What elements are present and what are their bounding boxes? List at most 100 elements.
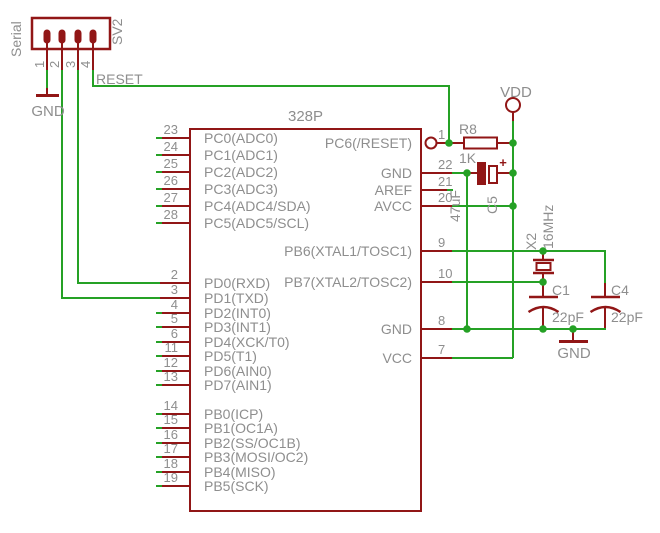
pin-number: 1 bbox=[438, 127, 445, 142]
resistor-r8: R8 1K bbox=[449, 121, 513, 166]
pin-name: GND bbox=[381, 165, 412, 181]
crystal-x2: X2 16MHz bbox=[523, 205, 556, 282]
capacitor-c5: + 47uF C5 bbox=[447, 155, 513, 222]
pin-name: PB5(SCK) bbox=[204, 478, 269, 494]
pin-number: 11 bbox=[165, 340, 179, 355]
pin-number: 22 bbox=[438, 157, 452, 172]
crystal-body bbox=[535, 262, 552, 271]
pin-number: 5 bbox=[171, 311, 178, 326]
pin-number: 12 bbox=[164, 355, 178, 370]
gnd-symbol-right: GND bbox=[557, 329, 591, 362]
pin-name: PD4(XCK/T0) bbox=[204, 334, 290, 350]
cap-polarity: + bbox=[499, 155, 507, 170]
capacitor-c1: C1 22pF bbox=[527, 282, 584, 329]
ic-left-pin-stubs bbox=[156, 137, 190, 487]
pin-name: PC4(ADC4/SDA) bbox=[204, 198, 311, 214]
pin-number: 16 bbox=[164, 427, 178, 442]
connector-pin-number: 2 bbox=[47, 61, 62, 68]
junction-dot bbox=[445, 139, 453, 147]
junction-dot bbox=[509, 139, 517, 147]
pin-name: PB4(MISO) bbox=[204, 464, 276, 480]
pin-number: 14 bbox=[164, 398, 178, 413]
cap-plate-filled bbox=[477, 162, 486, 185]
junction-dot bbox=[539, 325, 547, 333]
junction-dot bbox=[463, 325, 471, 333]
pin-name: PD5(T1) bbox=[204, 348, 257, 364]
pin-number: 28 bbox=[164, 207, 178, 222]
ic-right-pin-numbers: 1 22 21 20 9 10 8 7 bbox=[438, 127, 452, 357]
pin-number: 17 bbox=[164, 441, 178, 456]
pin-number: 20 bbox=[438, 190, 452, 205]
pin-name: PC5(ADC5/SCL) bbox=[204, 215, 309, 231]
pin-number: 2 bbox=[171, 267, 178, 282]
vdd-label: VDD bbox=[500, 84, 532, 101]
pin-number: 3 bbox=[171, 282, 178, 297]
connector-pin-3 bbox=[74, 29, 82, 44]
gnd-label: GND bbox=[31, 103, 65, 120]
pin-number: 7 bbox=[438, 342, 445, 357]
resistor-value: 1K bbox=[459, 150, 477, 166]
connector-pin-number: 4 bbox=[78, 61, 93, 68]
pin-number: 19 bbox=[164, 470, 178, 485]
pin-name: PC0(ADC0) bbox=[204, 130, 278, 146]
connector-label: Serial bbox=[8, 21, 24, 57]
ic-left-pin-numbers: 23 24 25 26 27 28 2 3 4 5 6 11 12 13 14 … bbox=[164, 122, 178, 485]
resistor-body bbox=[463, 136, 498, 150]
pin-name: AVCC bbox=[374, 198, 412, 214]
pin-name: PD0(RXD) bbox=[204, 275, 270, 291]
pin-name: GND bbox=[381, 321, 412, 337]
pin-number: 4 bbox=[171, 297, 178, 312]
net-wires bbox=[46, 70, 606, 359]
pin-name: PC3(ADC3) bbox=[204, 181, 278, 197]
junction-dot bbox=[569, 325, 577, 333]
cap-ref: C4 bbox=[611, 282, 629, 298]
pin-name: PB0(ICP) bbox=[204, 406, 263, 422]
capacitor-c4: C4 22pF bbox=[589, 282, 643, 328]
pin-name: PC6(/RESET) bbox=[325, 135, 412, 151]
pin-name: VCC bbox=[382, 350, 412, 366]
resistor-ref: R8 bbox=[459, 121, 477, 137]
pin-name: PD6(AIN0) bbox=[204, 363, 272, 379]
junction-dot bbox=[463, 169, 471, 177]
pin-name: PD7(AIN1) bbox=[204, 377, 272, 393]
pin-number: 27 bbox=[164, 190, 178, 205]
connector-pin-4 bbox=[89, 29, 97, 44]
junction-dot bbox=[539, 247, 547, 255]
inversion-bubble bbox=[424, 136, 438, 150]
cap-value: 47uF bbox=[447, 190, 463, 222]
wire-reset bbox=[92, 70, 450, 143]
pin-number: 9 bbox=[438, 235, 445, 250]
pin-name: PB7(XTAL2/TOSC2) bbox=[284, 274, 412, 290]
pin-number: 24 bbox=[164, 139, 178, 154]
cap-value: 22pF bbox=[611, 309, 643, 325]
pin-name: PD2(INT0) bbox=[204, 305, 271, 321]
pin-name: PC2(ADC2) bbox=[204, 164, 278, 180]
pin-number: 10 bbox=[438, 266, 452, 281]
junction-dot bbox=[539, 278, 547, 286]
ic-328p: 328P bbox=[156, 108, 453, 512]
connector-pin-1 bbox=[43, 29, 51, 44]
connector-pin-number: 3 bbox=[63, 61, 78, 68]
vdd-symbol: VDD bbox=[500, 84, 532, 121]
pin-number: 26 bbox=[164, 173, 178, 188]
pin-name: PB1(OC1A) bbox=[204, 420, 278, 436]
cap-plate-curved bbox=[527, 305, 560, 314]
pin-number: 18 bbox=[164, 456, 178, 471]
pin-number: 13 bbox=[164, 369, 178, 384]
pin-name: PB2(SS/OC1B) bbox=[204, 435, 300, 451]
gnd-symbol-left: GND bbox=[31, 88, 65, 120]
connector-pin-2 bbox=[58, 29, 66, 44]
cap-plate-open bbox=[488, 165, 498, 184]
pin-name: PD3(INT1) bbox=[204, 319, 271, 335]
pin-number: 25 bbox=[164, 156, 178, 171]
junction-dot bbox=[509, 202, 517, 210]
pin-name: PB6(XTAL1/TOSC1) bbox=[284, 243, 412, 259]
ic-body bbox=[189, 128, 422, 512]
pin-number: 6 bbox=[171, 326, 178, 341]
pin-name: PB3(MOSI/OC2) bbox=[204, 449, 308, 465]
cap-plate-curved bbox=[589, 305, 622, 314]
wire bbox=[452, 250, 606, 284]
cap-ref: C5 bbox=[484, 196, 500, 214]
